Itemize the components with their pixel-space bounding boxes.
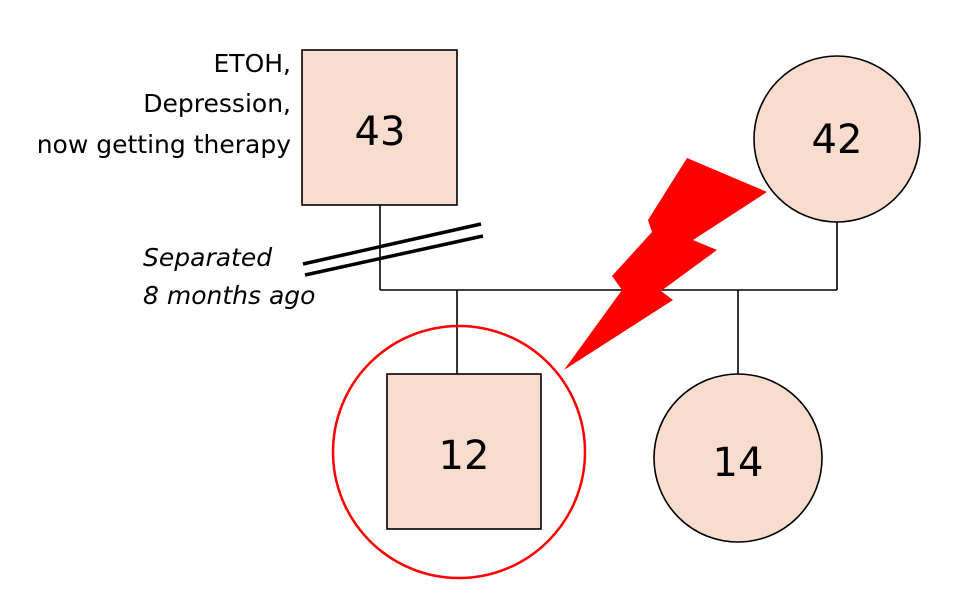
separation-note-line-2: 8 months ago <box>143 281 315 310</box>
father-square <box>301 49 458 206</box>
mother-age: 42 <box>812 117 863 163</box>
father-age: 43 <box>355 109 406 155</box>
daughter-age: 14 <box>713 440 764 486</box>
separation-marks <box>302 222 484 277</box>
son-square <box>386 373 542 530</box>
mother-circle <box>753 55 921 223</box>
father-note-line-1: ETOH, <box>214 49 292 78</box>
daughter-circle <box>653 373 823 543</box>
father-note-line-3: now getting therapy <box>37 130 291 159</box>
son-age: 12 <box>439 433 490 479</box>
father-note-line-2: Depression, <box>143 89 291 118</box>
separation-note-line-1: Separated <box>143 243 272 272</box>
identified-patient-circle <box>331 324 587 580</box>
lightning-bolt-icon <box>564 158 767 370</box>
